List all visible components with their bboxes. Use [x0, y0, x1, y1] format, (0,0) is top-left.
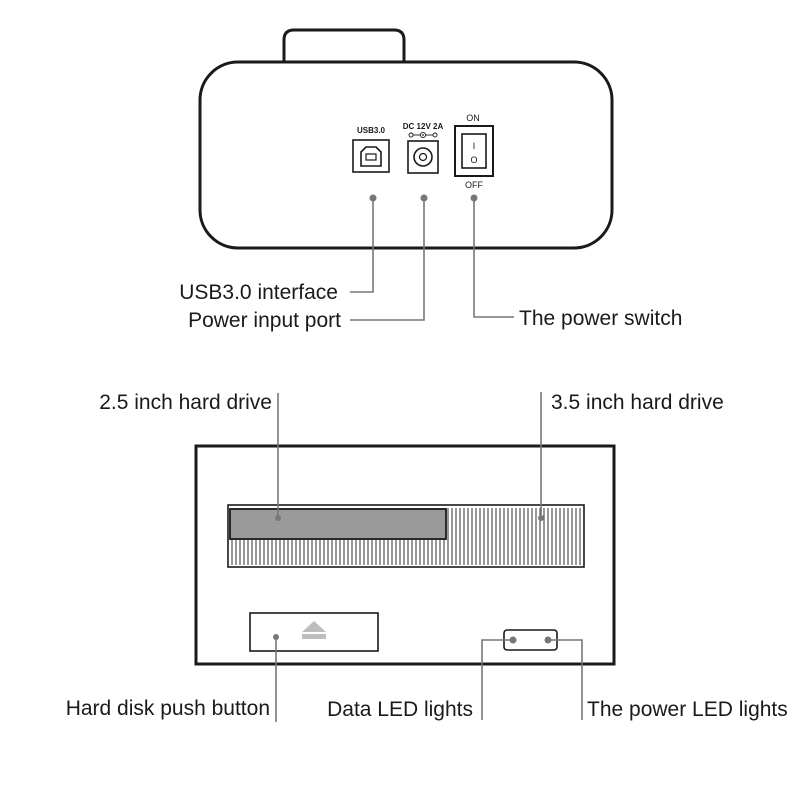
rear-leaders — [350, 194, 514, 321]
switch-on-glyph: I — [473, 141, 476, 151]
callout-push-button: Hard disk push button — [66, 697, 270, 720]
callout-power-switch: The power switch — [519, 307, 682, 330]
callout-35-inch-drive: 3.5 inch hard drive — [551, 391, 724, 414]
callout-power-led: The power LED lights — [587, 698, 788, 721]
dc-port-label: DC 12V 2A — [403, 122, 444, 131]
callout-25-inch-drive: 2.5 inch hard drive — [99, 391, 272, 414]
front-leaders — [273, 392, 583, 722]
slot-25-inch — [229, 508, 447, 540]
carry-handle — [282, 28, 406, 62]
callout-power-input-port: Power input port — [188, 309, 341, 332]
usb-port-label: USB3.0 — [357, 126, 386, 135]
eject-icon — [302, 621, 326, 639]
switch-on-label: ON — [466, 113, 480, 123]
rocker-switch: I O — [454, 125, 494, 177]
usb-b-port-icon — [352, 139, 390, 173]
dc-polarity-icon — [408, 131, 438, 139]
rear-panel-body — [198, 60, 614, 250]
rear-panel: USB3.0 DC 12V 2A ON I O OF — [179, 28, 682, 332]
switch-off-glyph: O — [470, 155, 477, 165]
front-panel: 2.5 inch hard drive 3.5 inch hard drive … — [66, 391, 788, 722]
dc-jack-icon — [407, 140, 439, 174]
callout-data-led: Data LED lights — [327, 698, 473, 721]
callout-usb-interface: USB3.0 interface — [179, 281, 338, 304]
switch-off-label: OFF — [465, 180, 483, 190]
